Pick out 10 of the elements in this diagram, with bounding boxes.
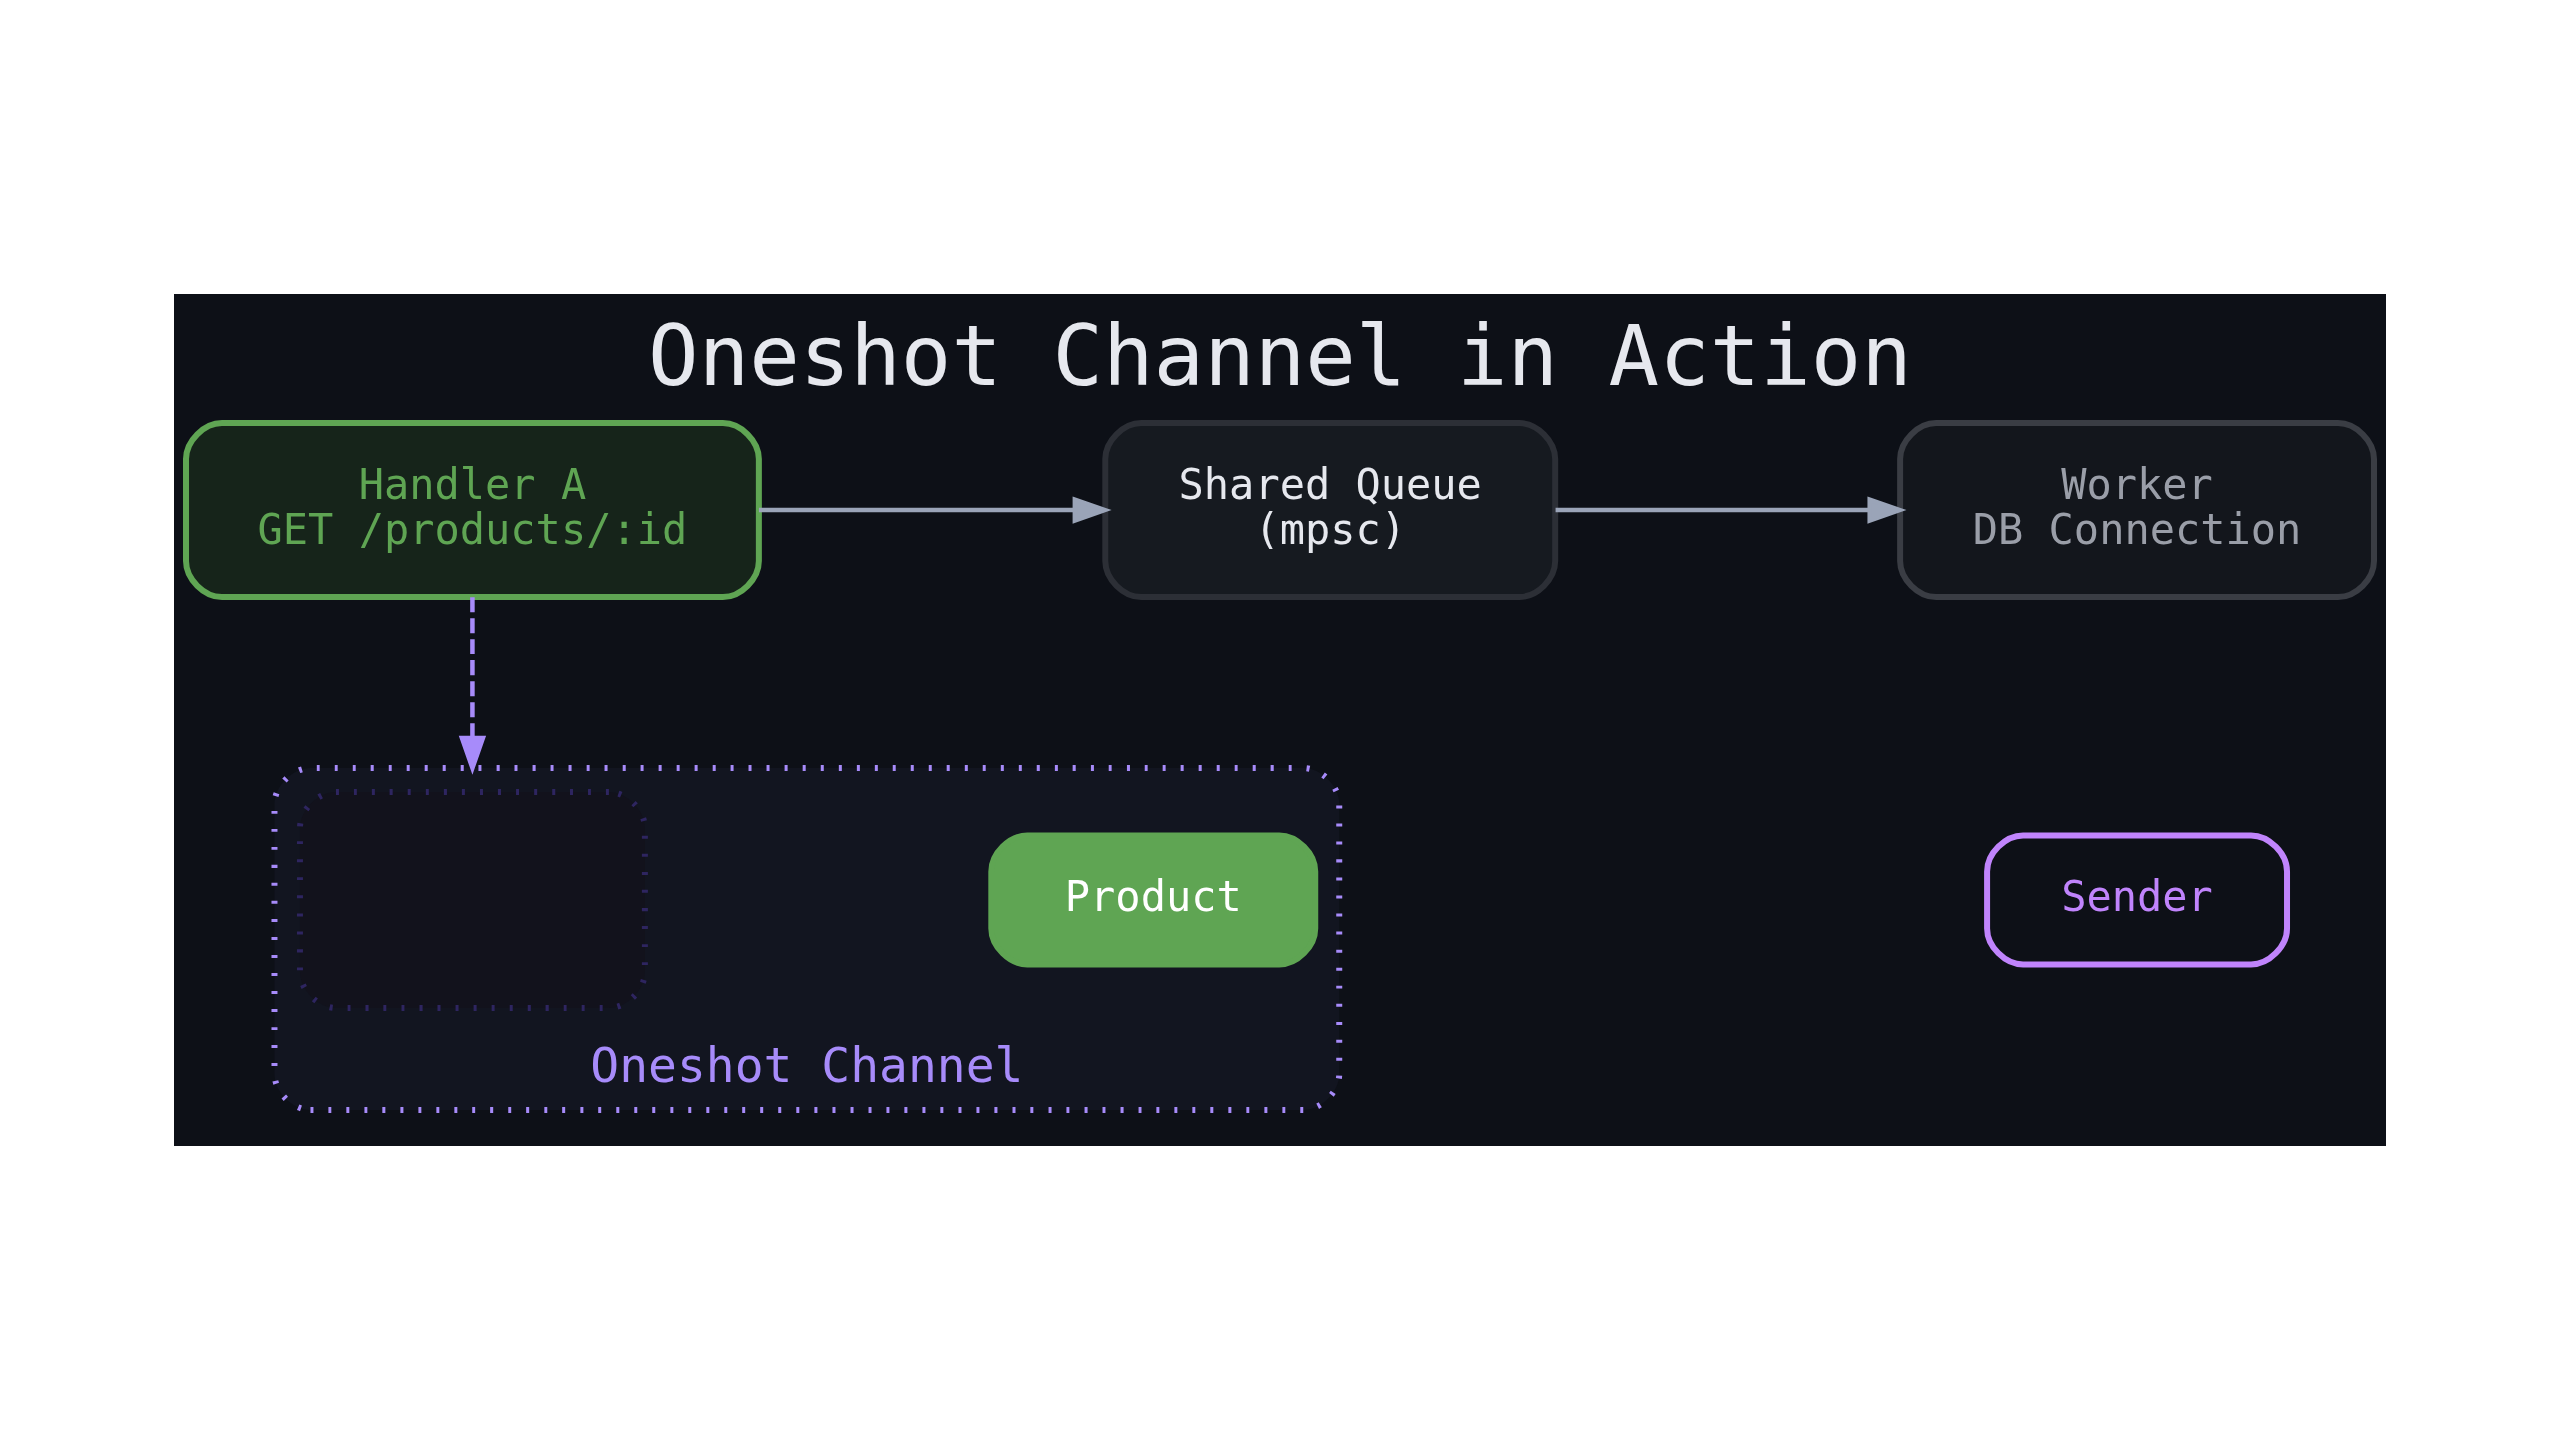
node-box (296, 789, 648, 1011)
diagram-title: Oneshot Channel in Action (648, 307, 1912, 406)
arrow (758, 496, 1112, 524)
node-box: Shared Queue (mpsc) (1102, 420, 1559, 601)
arrow (1555, 496, 1907, 524)
node-box: Handler A GET /products/:id (183, 420, 762, 601)
node-box: Product (988, 832, 1319, 968)
node-box: Sender (1984, 832, 2290, 968)
arrow (458, 597, 487, 775)
node-box: Worker DB Connection (1897, 420, 2377, 601)
